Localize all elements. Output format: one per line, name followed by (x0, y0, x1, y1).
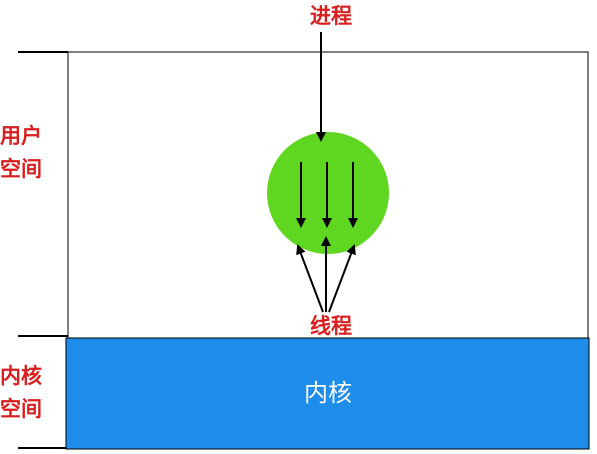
thread-arrow-up-left (296, 244, 324, 313)
kernel-space-label-line2: 空间 (0, 397, 42, 421)
kernel-box (65, 337, 590, 450)
kernel-space-label-line1: 内核 (0, 364, 42, 388)
user-space-label-line1: 用户 (0, 124, 42, 148)
thread-label: 线程 (310, 314, 352, 338)
kernel-box-label: 内核 (304, 379, 352, 407)
thread-arrow-up-right (328, 244, 356, 313)
user-space-label-line2: 空间 (0, 157, 42, 181)
process-label: 进程 (310, 4, 352, 28)
